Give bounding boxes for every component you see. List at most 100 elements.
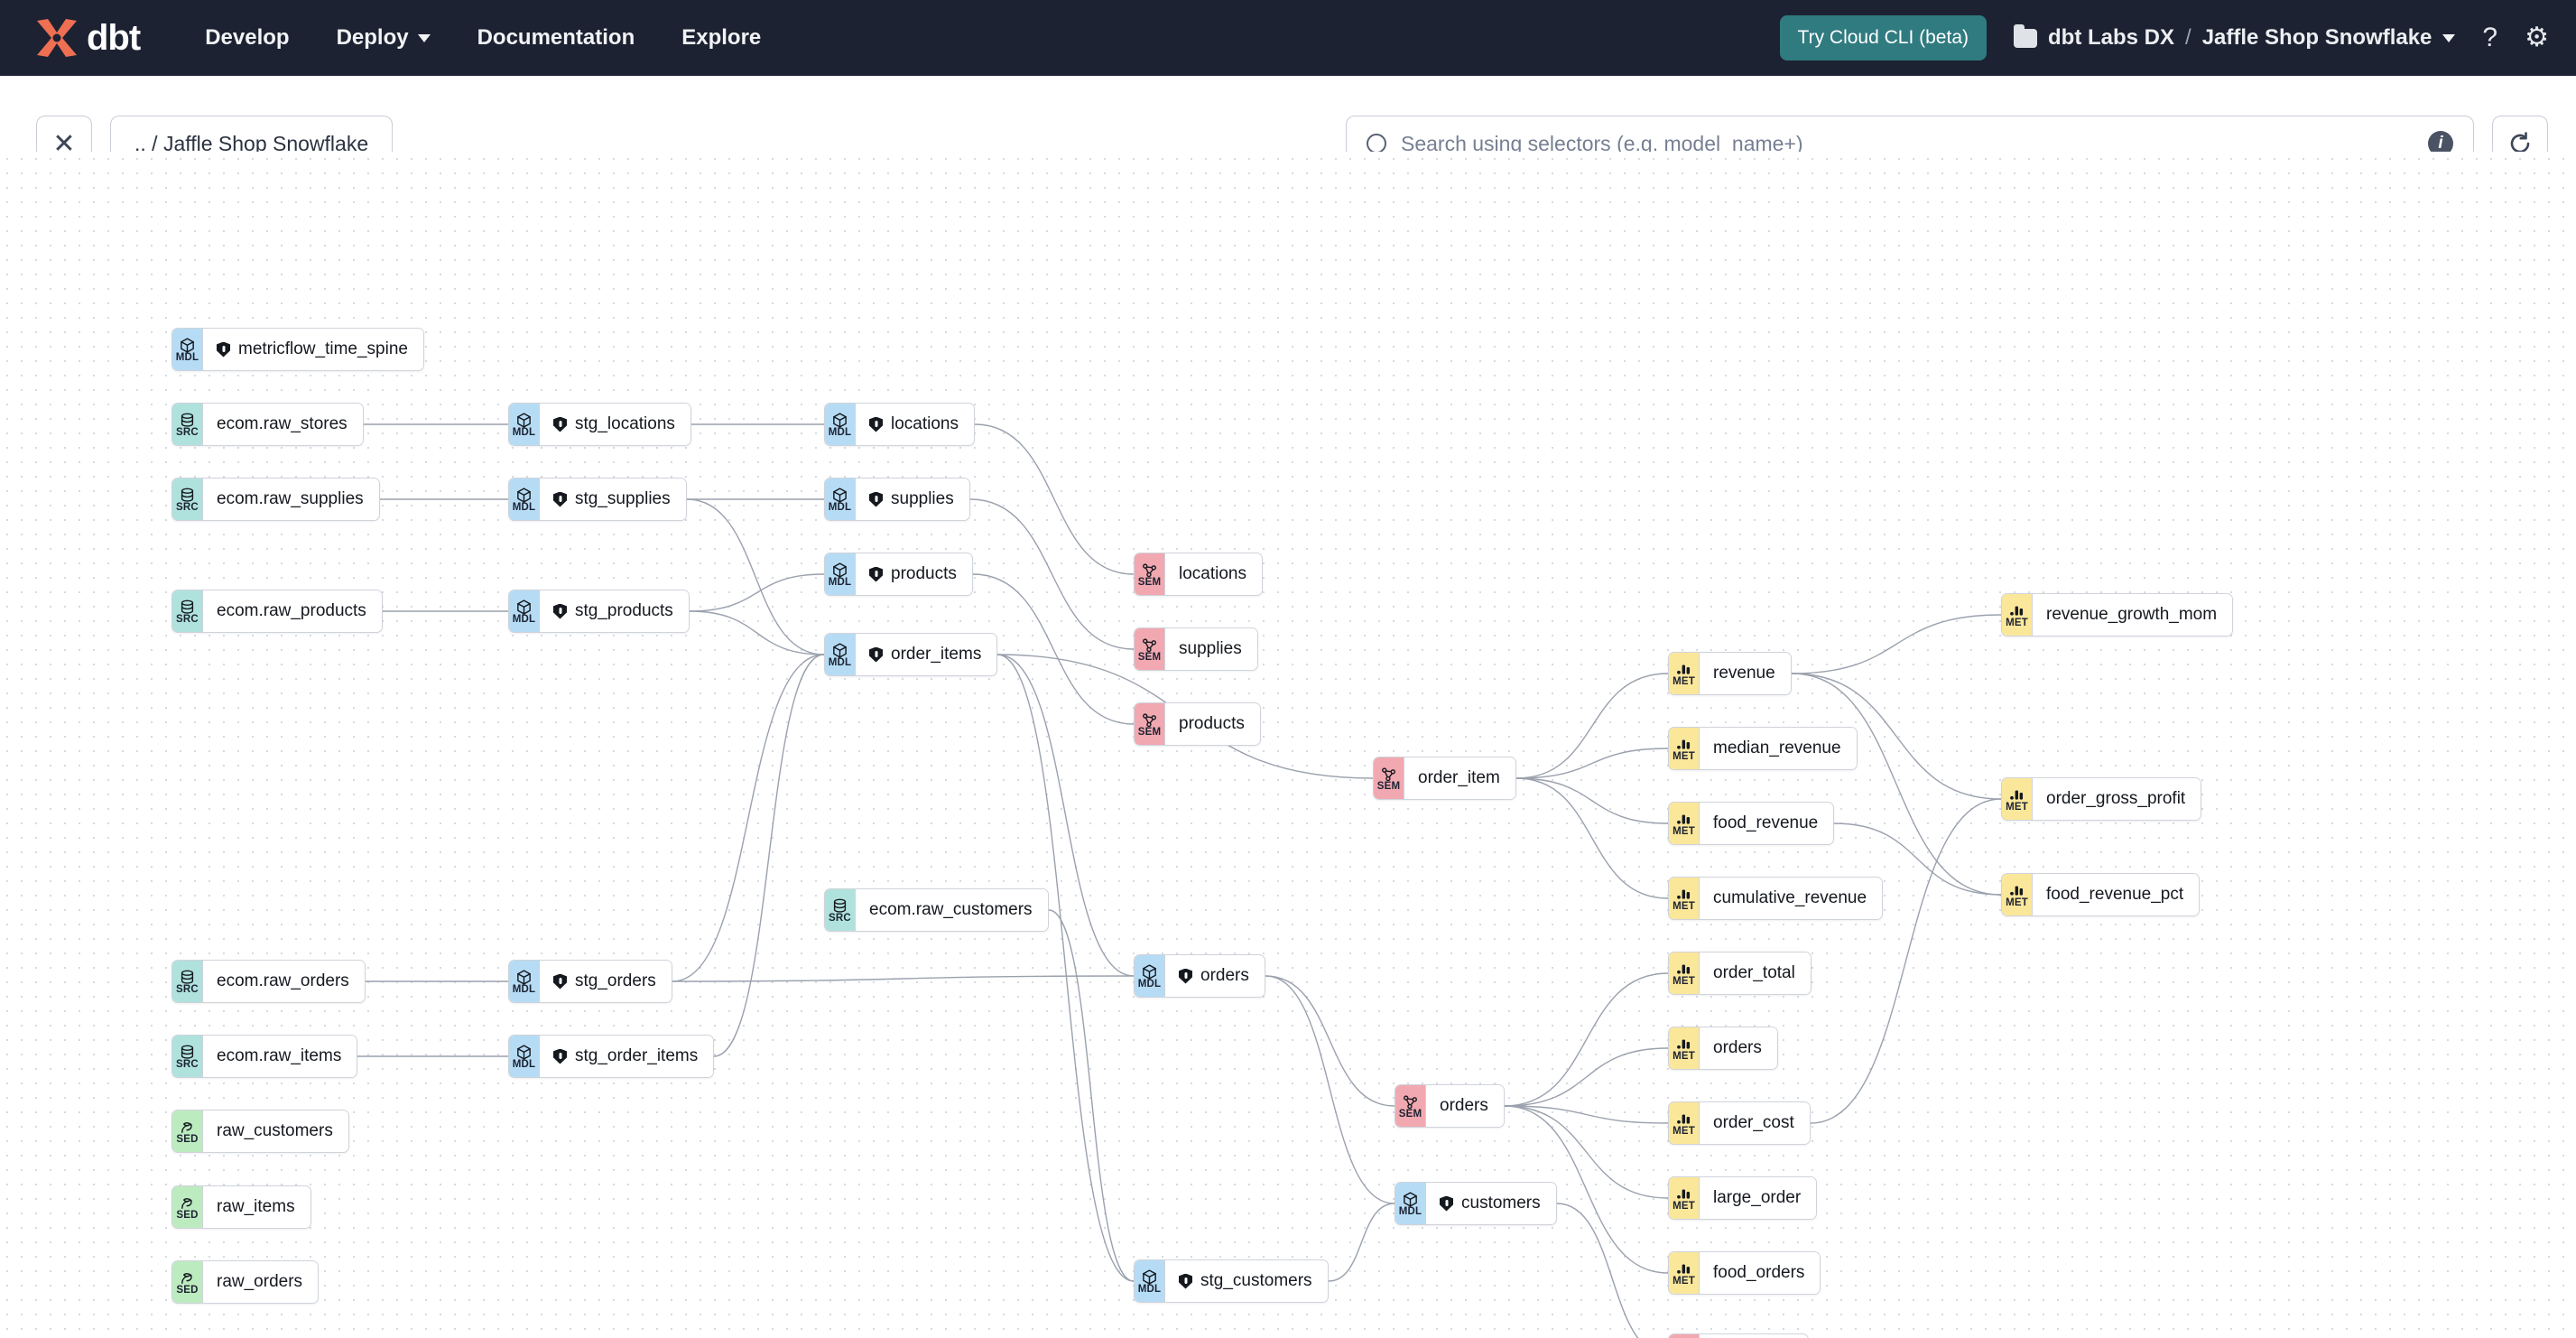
node-label-wrap: revenue (1699, 653, 1791, 694)
nav-item-explore[interactable]: Explore (681, 25, 761, 51)
graph-node-met_food_revenue_pct[interactable]: MET food_revenue_pct (2001, 873, 2201, 916)
graph-node-raw_items[interactable]: SED raw_items (171, 1185, 311, 1229)
graph-node-met_median_revenue[interactable]: MET median_revenue (1668, 727, 1858, 770)
node-type-label: MET (1673, 1201, 1695, 1212)
graph-node-sem_order_item[interactable]: SEM order_item (1373, 757, 1516, 800)
node-type-badge-src: SRC (172, 961, 202, 1002)
dbt-logo[interactable]: dbt (32, 17, 141, 59)
node-type-label: SED (176, 1210, 199, 1221)
graph-node-metricflow_time_spine[interactable]: MDL metricflow_time_spine (171, 328, 424, 371)
graph-node-sem_orders[interactable]: SEM orders (1395, 1084, 1505, 1128)
gear-icon[interactable]: ⚙ (2525, 23, 2549, 52)
graph-node-customers_mdl[interactable]: MDL customers (1395, 1182, 1557, 1225)
graph-node-met_food_orders[interactable]: MET food_orders (1668, 1251, 1821, 1295)
node-type-badge-mdl: MDL (825, 634, 855, 675)
node-label: median_revenue (1713, 739, 1841, 757)
graph-node-met_revenue[interactable]: MET revenue (1668, 652, 1792, 695)
node-label-wrap: ecom.raw_stores (202, 404, 363, 445)
sed-icon (179, 1194, 196, 1212)
node-label-wrap: ecom.raw_products (202, 590, 382, 632)
nav-item-deploy[interactable]: Deploy (337, 25, 431, 51)
graph-node-raw_orders[interactable]: SED raw_orders (171, 1260, 320, 1304)
node-type-badge-src: SRC (172, 1036, 202, 1077)
node-type-badge-met: MET (2002, 874, 2032, 915)
node-type-label: MDL (828, 577, 852, 588)
node-label-wrap: metricflow_time_spine (202, 329, 423, 370)
help-icon[interactable]: ? (2482, 23, 2498, 52)
nav-item-develop[interactable]: Develop (205, 25, 289, 51)
graph-node-stg_customers[interactable]: MDL stg_customers (1134, 1259, 1329, 1303)
node-label: orders (1440, 1096, 1488, 1115)
node-label-wrap: stg_locations (539, 404, 690, 445)
graph-node-locations[interactable]: MDL locations (824, 403, 975, 446)
lineage-graph-canvas[interactable]: MDL metricflow_time_spine SRC ecom.raw_s… (0, 152, 2576, 1338)
graph-node-met_order_gross_profit[interactable]: MET order_gross_profit (2001, 777, 2202, 821)
node-type-badge-mdl: MDL (509, 479, 539, 520)
graph-node-stg_products[interactable]: MDL stg_products (508, 590, 690, 633)
account-project-breadcrumb[interactable]: dbt Labs DX / Jaffle Shop Snowflake (2014, 23, 2456, 51)
contract-shield-icon (1179, 1273, 1192, 1289)
graph-node-stg_supplies[interactable]: MDL stg_supplies (508, 478, 687, 521)
contract-shield-icon (553, 416, 567, 432)
lineage-edge (1810, 798, 2002, 1124)
graph-node-ecom_raw_items[interactable]: SRC ecom.raw_items (171, 1035, 358, 1078)
graph-node-met_orders[interactable]: MET orders (1668, 1027, 1778, 1070)
graph-node-orders_mdl[interactable]: MDL orders (1134, 954, 1265, 998)
node-label: locations (1179, 564, 1246, 583)
node-type-label: MDL (1137, 979, 1162, 990)
graph-node-sem_supplies[interactable]: SEM supplies (1134, 627, 1258, 671)
graph-node-met_large_order[interactable]: MET large_order (1668, 1176, 1818, 1220)
mdl-icon (1141, 1268, 1158, 1286)
graph-node-ecom_raw_supplies[interactable]: SRC ecom.raw_supplies (171, 478, 380, 521)
node-type-label: SRC (829, 913, 851, 924)
node-label: order_total (1713, 963, 1795, 982)
graph-node-raw_customers[interactable]: SED raw_customers (171, 1110, 349, 1153)
graph-node-met_cumulative_revenue[interactable]: MET cumulative_revenue (1668, 877, 1884, 920)
node-label: ecom.raw_orders (217, 971, 349, 990)
node-label-wrap: customers (1699, 1334, 1808, 1338)
graph-node-stg_locations[interactable]: MDL stg_locations (508, 403, 691, 446)
node-label: revenue_growth_mom (2046, 605, 2218, 624)
node-label: stg_customers (1200, 1271, 1312, 1290)
dbt-logo-icon (37, 19, 77, 57)
node-type-label: SED (176, 1285, 199, 1296)
node-label-wrap: products (855, 553, 972, 595)
graph-node-supplies[interactable]: MDL supplies (824, 478, 970, 521)
node-type-label: MET (1673, 826, 1695, 837)
node-label: order_gross_profit (2046, 789, 2186, 808)
graph-node-products[interactable]: MDL products (824, 553, 973, 596)
graph-node-met_order_total[interactable]: MET order_total (1668, 952, 1812, 995)
graph-node-ecom_raw_customers[interactable]: SRC ecom.raw_customers (824, 888, 1049, 932)
graph-node-met_order_cost[interactable]: MET order_cost (1668, 1101, 1811, 1145)
sem-icon (1402, 1093, 1419, 1110)
graph-node-ecom_raw_orders[interactable]: SRC ecom.raw_orders (171, 960, 366, 1003)
node-label: supplies (891, 489, 954, 508)
folder-icon (2014, 23, 2037, 48)
try-cloud-cli-button[interactable]: Try Cloud CLI (beta) (1779, 15, 1987, 60)
graph-node-sem_locations[interactable]: SEM locations (1134, 553, 1263, 596)
top-nav-right-group: Try Cloud CLI (beta) dbt Labs DX / Jaffl… (1779, 15, 2549, 60)
graph-node-stg_order_items[interactable]: MDL stg_order_items (508, 1035, 715, 1078)
node-label: metricflow_time_spine (238, 339, 408, 358)
graph-node-sem_customers[interactable]: SEM customers (1668, 1333, 1809, 1338)
lineage-edge (1515, 777, 1669, 899)
node-label: ecom.raw_products (217, 601, 366, 620)
graph-node-sem_products[interactable]: SEM products (1134, 702, 1261, 746)
contract-shield-icon (1440, 1195, 1453, 1212)
graph-node-ecom_raw_stores[interactable]: SRC ecom.raw_stores (171, 403, 364, 446)
graph-node-met_food_revenue[interactable]: MET food_revenue (1668, 802, 1835, 845)
lineage-edge (1791, 673, 2002, 896)
node-type-label: SEM (1137, 577, 1162, 588)
src-icon (179, 412, 196, 429)
nav-item-documentation[interactable]: Documentation (477, 25, 635, 51)
node-label-wrap: products (1164, 703, 1260, 745)
graph-node-ecom_raw_products[interactable]: SRC ecom.raw_products (171, 590, 383, 633)
lineage-edge (1328, 1203, 1395, 1282)
main-nav: Develop Deploy Documentation Explore (205, 25, 761, 51)
node-label: large_order (1713, 1188, 1802, 1207)
graph-node-met_revenue_growth_mom[interactable]: MET revenue_growth_mom (2001, 593, 2234, 636)
graph-node-stg_orders[interactable]: MDL stg_orders (508, 960, 672, 1003)
node-type-label: SRC (176, 427, 199, 438)
node-type-label: SRC (176, 1059, 199, 1070)
graph-node-order_items[interactable]: MDL order_items (824, 633, 998, 676)
